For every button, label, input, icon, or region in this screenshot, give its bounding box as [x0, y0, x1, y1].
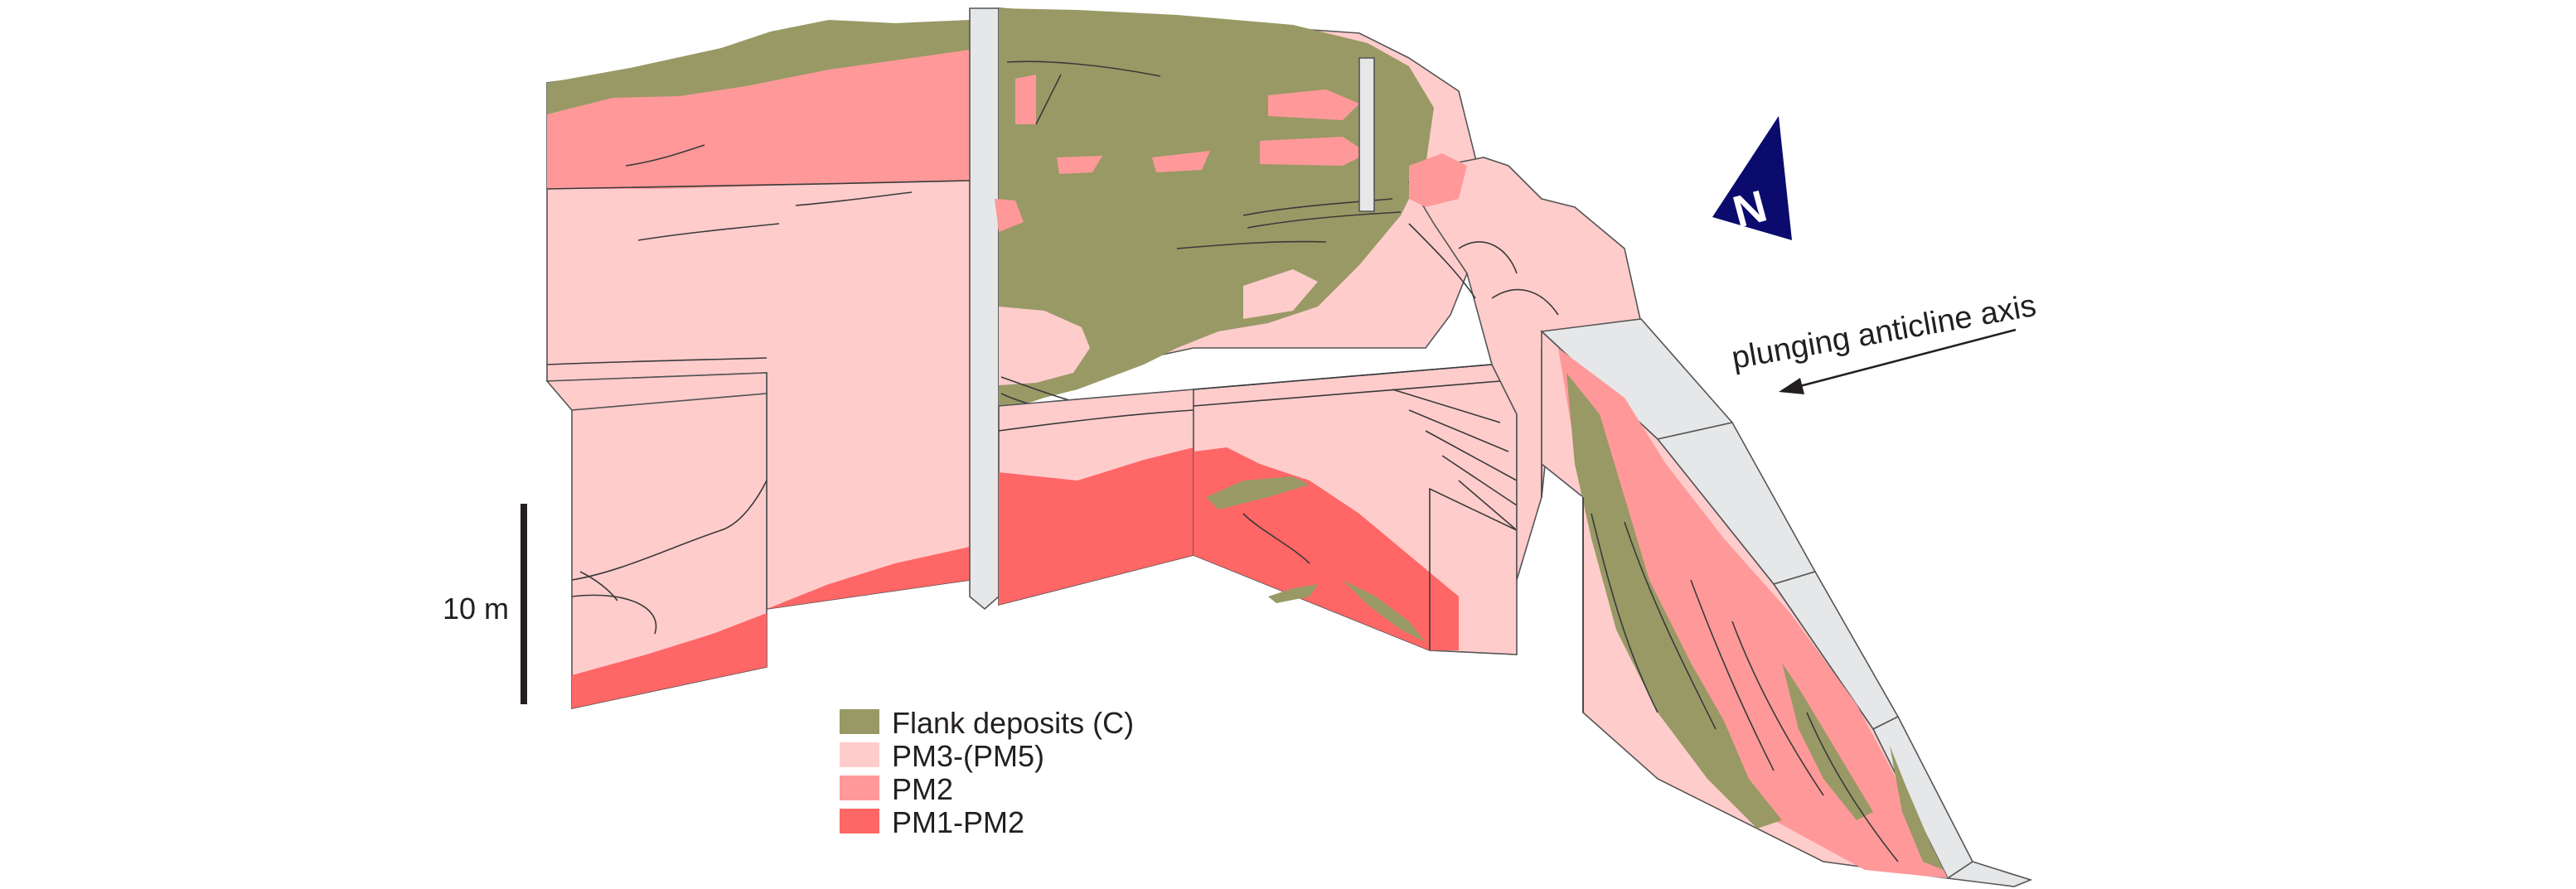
central-right-block	[1193, 364, 1518, 655]
central-pm3-lens	[1243, 269, 1318, 319]
grey-slab-5	[1945, 861, 2033, 887]
central-lower-front	[998, 389, 1194, 606]
left-front-block	[545, 372, 767, 709]
right-grey-roof	[1540, 318, 2033, 887]
left-wall	[546, 20, 971, 610]
legend-swatch-pm1	[840, 809, 879, 833]
axis-annotation-label: plunging anticline axis	[1729, 288, 2038, 376]
axis-arrow-shaft	[1796, 328, 2017, 389]
right-cliff-flank-1	[1566, 373, 1782, 829]
right-mound	[1407, 153, 1642, 581]
left-block-pm1-base	[572, 613, 767, 708]
right-cliff-pm2	[1558, 348, 1948, 878]
central-front-pm1-pm2	[999, 447, 1194, 605]
legend-label-pm3: PM3-(PM5)	[892, 739, 1044, 773]
scale-bar-label: 10 m	[443, 592, 509, 626]
central-pm2-lens-2	[1057, 156, 1102, 174]
right-block-flank-2	[1268, 584, 1318, 603]
central-wall	[995, 7, 1493, 428]
legend-label-pm1: PM1-PM2	[892, 805, 1024, 839]
legend-label-pm2: PM2	[892, 772, 953, 806]
right-block-flank-1	[1206, 476, 1310, 510]
central-pm2-lens-3	[1152, 151, 1210, 172]
central-pm2-lens-5	[1268, 89, 1359, 120]
legend-label-flank: Flank deposits (C)	[892, 706, 1134, 740]
left-wall-pm2-band	[547, 31, 970, 189]
right-block-flank-3	[1343, 580, 1426, 642]
central-pm3-patch	[999, 307, 1090, 385]
axis-annotation: plunging anticline axis	[1729, 288, 2039, 394]
legend-swatch-pm2	[840, 775, 879, 800]
north-arrow: N	[1712, 116, 1792, 240]
scale-bar: 10 m	[443, 504, 527, 704]
legend: Flank deposits (C) PM3-(PM5) PM2 PM1-PM2	[840, 706, 1134, 839]
upper-grey-bar	[1358, 57, 1375, 212]
central-grey-divider	[969, 7, 1000, 611]
central-pm2-lens-6	[995, 199, 1024, 232]
central-pm2-lens-4	[1260, 137, 1368, 166]
legend-swatch-pm3	[840, 742, 879, 767]
central-pm2-lens-1	[1015, 75, 1036, 124]
right-cliff	[1541, 330, 1949, 879]
right-cliff-flank-3	[1890, 746, 1944, 870]
axis-arrow-head-icon	[1779, 378, 1804, 394]
north-arrow-icon	[1712, 116, 1792, 240]
legend-swatch-flank	[840, 709, 879, 734]
right-cliff-flank-2	[1782, 663, 1873, 820]
left-wall-flank-top	[547, 20, 970, 114]
right-mound-pm2-knob	[1409, 153, 1467, 207]
scale-bar-line	[521, 504, 527, 704]
left-wall-pm1-base	[767, 547, 970, 609]
